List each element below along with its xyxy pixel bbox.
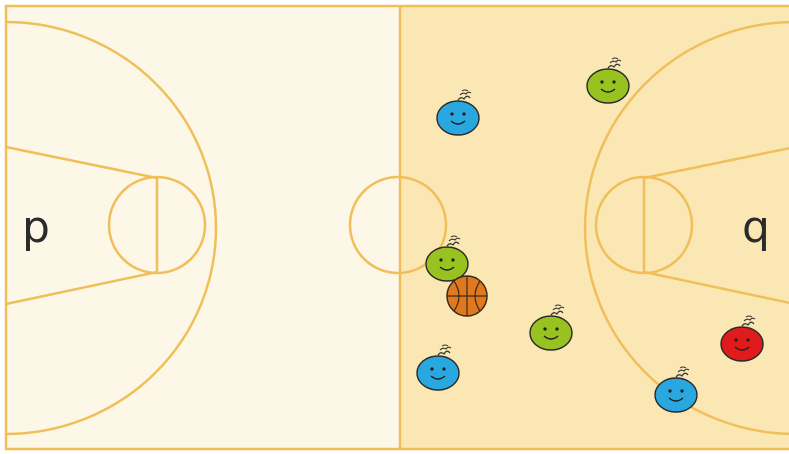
ball-layer — [447, 276, 487, 316]
basketball-icon — [447, 276, 487, 316]
left-basket-letter: p — [22, 202, 50, 253]
right-basket-letter: q — [742, 202, 770, 253]
court-left-half — [6, 6, 400, 449]
